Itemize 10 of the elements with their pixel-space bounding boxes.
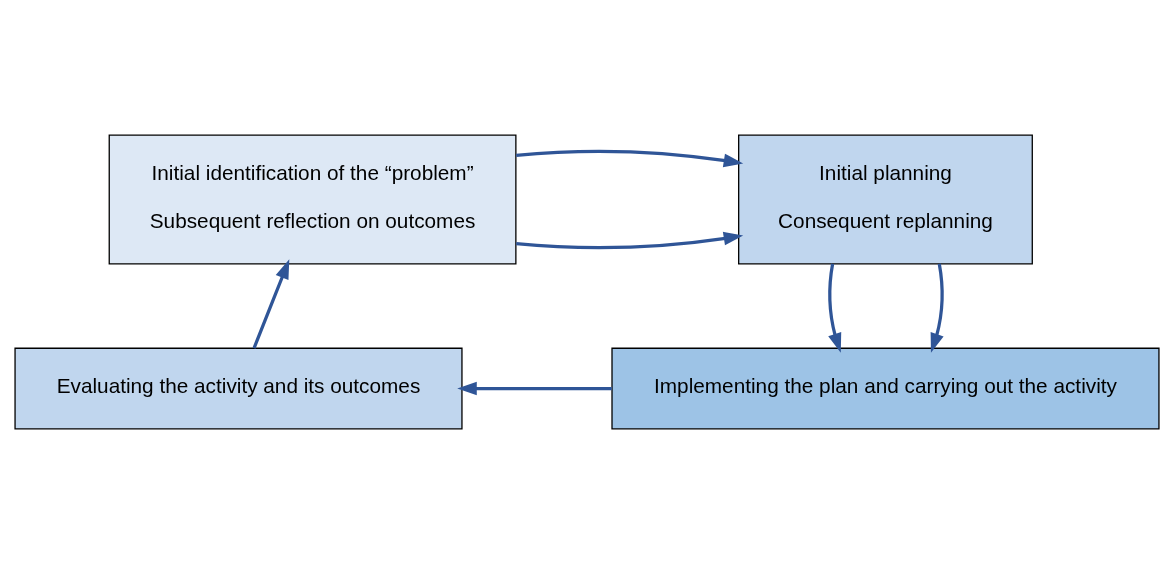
arrow: [828, 263, 842, 353]
node-box: Implementing the plan and carrying out the activity: [611, 347, 1160, 430]
arrow: [252, 259, 290, 349]
node-box: Initial identification of the “problem” Subsequent reflection on outcomes: [108, 134, 517, 265]
node-box: Evaluating the activity and its outcomes: [14, 347, 463, 430]
arrow: [457, 381, 612, 396]
node-box: Initial planning Consequent replanning: [738, 134, 1033, 265]
arrow: [930, 263, 944, 353]
arrow: [516, 231, 744, 250]
arrow: [516, 149, 744, 168]
